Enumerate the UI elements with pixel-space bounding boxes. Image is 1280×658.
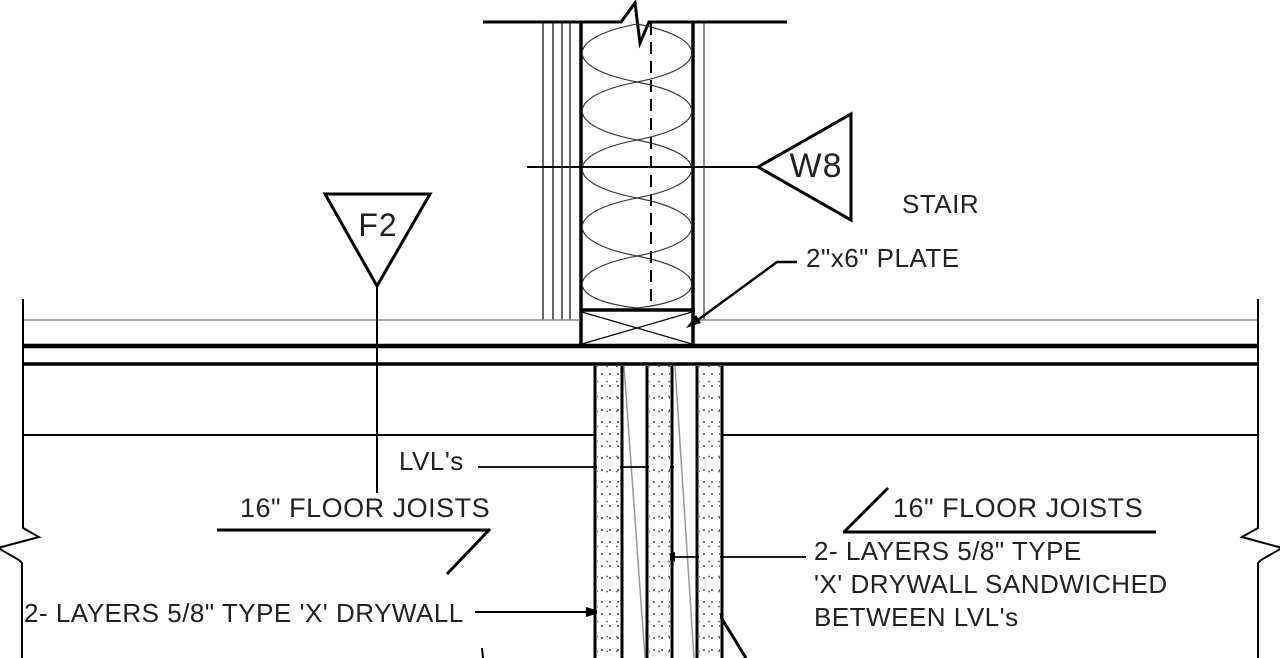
drywall-band-middle	[649, 366, 670, 658]
drywall-right-label-line2: 'X' DRYWALL SANDWICHED	[814, 569, 1168, 599]
floor-joists-left-underline	[217, 527, 492, 576]
floor-joists-right-underline	[842, 486, 1156, 534]
lvl-leader-arrow	[478, 462, 674, 472]
f2-callout-label: F2	[358, 207, 398, 243]
floor-joists-right-label: 16" FLOOR JOISTS	[893, 493, 1144, 523]
floor-joists-left-label: 16" FLOOR JOISTS	[240, 493, 491, 523]
w8-triangle-icon	[754, 111, 853, 223]
f2-triangle-icon	[322, 192, 433, 290]
drywall-left-leader-arrow	[475, 607, 602, 617]
drywall-band-left	[597, 366, 620, 658]
w8-callout-label: W8	[789, 147, 843, 185]
lvl-diagonal	[623, 365, 646, 658]
stair-label: STAIR	[902, 189, 980, 219]
w8-callout-flag	[527, 111, 853, 223]
top-break-line	[483, 0, 787, 49]
upper-wall	[483, 0, 787, 345]
plate-leader-arrow	[686, 260, 797, 328]
lvl-diagonal	[674, 365, 695, 658]
bottom-break-tick	[481, 647, 484, 658]
drywall-right-label: 2- LAYERS 5/8" TYPE 'X' DRYWALL SANDWICH…	[814, 535, 1168, 634]
drywall-band-right	[699, 366, 720, 658]
drywall-right-label-line1: 2- LAYERS 5/8" TYPE	[814, 536, 1082, 566]
lvls-label: LVL's	[399, 446, 464, 476]
right-break-edge	[1239, 299, 1280, 658]
batt-insulation-icon	[581, 23, 693, 309]
left-break-edge	[0, 299, 42, 658]
drywall-right-label-line3: BETWEEN LVL's	[814, 602, 1019, 632]
plate-label: 2"x6" PLATE	[806, 243, 960, 273]
drywall-left-label: 2- LAYERS 5/8" TYPE 'X' DRYWALL	[24, 598, 464, 628]
f2-callout-flag	[322, 192, 433, 493]
plate-block	[580, 308, 695, 345]
floor-assembly	[23, 319, 1258, 436]
drywall-right-leader-arrow	[659, 552, 806, 562]
